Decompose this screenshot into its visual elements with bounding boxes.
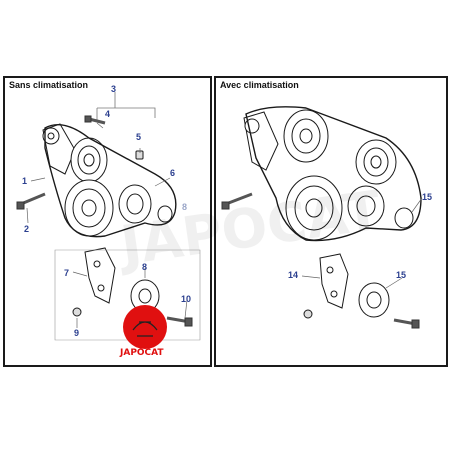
watermark-text: JAPOCAT	[113, 179, 385, 278]
callout-3-leader	[96, 92, 156, 120]
bolt-4	[88, 117, 106, 125]
callout-1: 1	[22, 176, 27, 186]
svg-text:JAPOCAT: JAPOCAT	[119, 348, 164, 358]
callout-8-faded: 8	[182, 202, 187, 212]
callout-5: 5	[136, 132, 141, 142]
drive-belt	[44, 124, 177, 238]
belt-diagram-without-ac: 1 2 3 4 5 6 7 8 9 10 8 JAPOCAT	[16, 84, 201, 358]
callout-14: 14	[288, 270, 298, 280]
callout-2: 2	[24, 224, 29, 234]
callout-15-upper: 15	[422, 192, 432, 202]
tensioner-bracket	[319, 253, 349, 309]
tensioner-bracket	[84, 247, 116, 304]
japocat-logo: JAPOCAT	[119, 305, 167, 358]
callout-3: 3	[111, 84, 116, 94]
panel-title-with-ac: Avec climatisation	[220, 80, 299, 90]
callout-8: 8	[142, 262, 147, 272]
callout-6: 6	[170, 168, 175, 178]
callout-9: 9	[74, 328, 79, 338]
panel-without-ac: Sans climatisation	[3, 76, 212, 367]
nut-5	[135, 150, 144, 160]
drive-belt	[245, 106, 422, 242]
panel-with-ac: Avec climatisation	[214, 76, 448, 367]
callout-15-lower: 15	[396, 270, 406, 280]
belt-diagram-with-ac: 15 14 15	[221, 106, 432, 329]
callout-10: 10	[181, 294, 191, 304]
callout-7: 7	[64, 268, 69, 278]
panel-title-without-ac: Sans climatisation	[9, 80, 89, 90]
callout-4: 4	[105, 109, 110, 119]
spacer-9	[72, 307, 82, 317]
idler-pulley-lower	[394, 207, 414, 229]
idler-pulley-lower	[157, 205, 173, 223]
